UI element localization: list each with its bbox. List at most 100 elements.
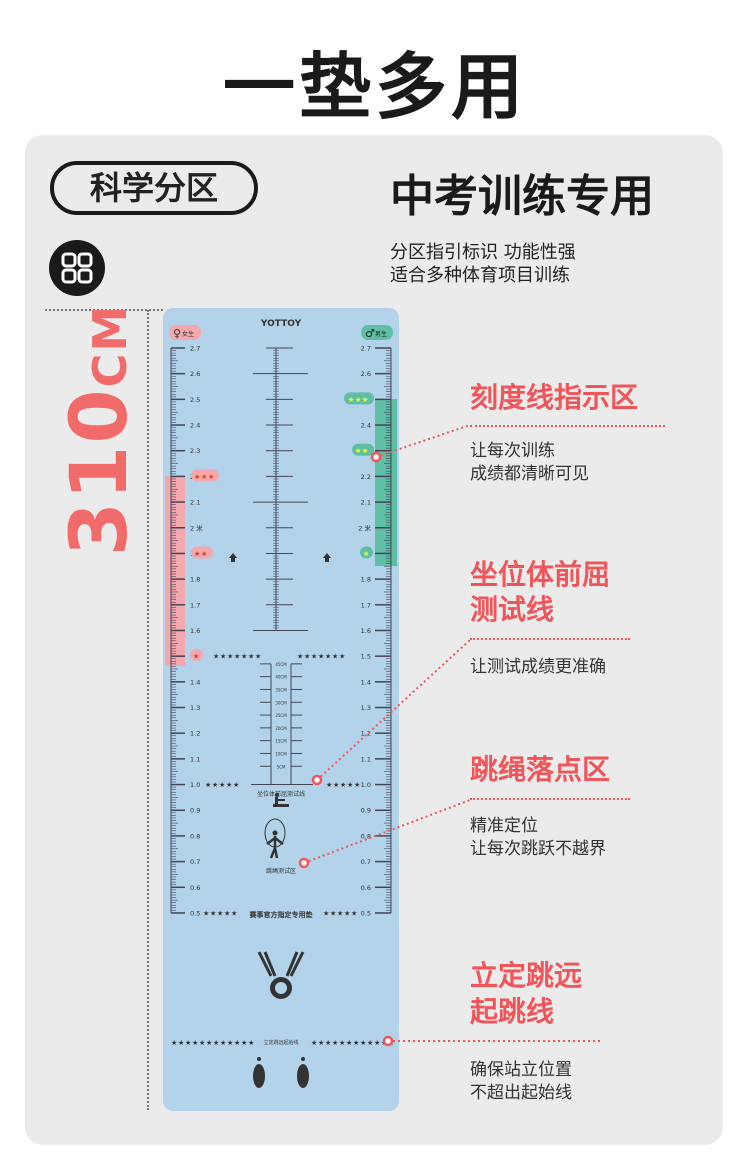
footprints-icon — [253, 1057, 309, 1088]
annotation-sitreach-title-1: 坐位体前屈 — [470, 558, 611, 591]
star-icon: ★ — [360, 1039, 366, 1047]
annotation-sitreach-desc: 让测试成绩更准确 — [470, 657, 606, 677]
star-icon: ★ — [248, 653, 254, 661]
star-icon: ★ — [234, 1039, 240, 1047]
fitness-mat: 2.72.72.62.62.52.52.42.42.32.32.22.22.12… — [163, 308, 399, 1111]
star-icon: ★ — [212, 781, 218, 789]
star-icon: ★ — [340, 781, 346, 789]
star-icon: ★ — [344, 909, 350, 917]
scale-label-right: 0.7 — [361, 858, 371, 866]
scale-label-right: 2.6 — [361, 370, 371, 378]
star-icon: ★ — [213, 1039, 219, 1047]
star-icon: ★ — [325, 653, 331, 661]
brand-logo: YOTTOY — [260, 319, 302, 329]
star-icon: ★ — [206, 1039, 212, 1047]
marker-dot — [370, 451, 382, 463]
scale-label-right: 0.5 — [361, 909, 371, 917]
scale-label-left: 0.6 — [190, 884, 200, 892]
star-icon: ★ — [367, 1039, 373, 1047]
star-icon: ★ — [217, 909, 223, 917]
sit-reach-label: 25CM — [275, 713, 287, 718]
arrow-up-icon — [229, 553, 237, 562]
female-symbol-icon: ♀ — [173, 327, 181, 340]
star-icon: ★ — [185, 1039, 191, 1047]
mat-graphic: 2.72.72.62.62.52.52.42.42.32.32.22.22.12… — [165, 319, 397, 1088]
star-icon: ★ — [201, 473, 207, 481]
star-icon: ★ — [353, 1039, 359, 1047]
arrow-up-icon — [323, 553, 331, 562]
scale-label-left: 0.7 — [190, 858, 200, 866]
female-tag: 女生 — [182, 330, 194, 338]
star-icon: ★ — [346, 1039, 352, 1047]
annotation-jump-desc-1: 确保站立位置 — [470, 1060, 572, 1080]
star-icon: ★ — [325, 1039, 331, 1047]
annotation-scale-title: 刻度线指示区 — [470, 381, 639, 414]
female-1star-badge — [190, 649, 203, 662]
annotation-rope-desc-1: 精准定位 — [470, 816, 538, 836]
scale-label-left: 1.1 — [190, 755, 200, 763]
star-icon: ★ — [178, 1039, 184, 1047]
star-icon: ★ — [362, 396, 368, 404]
scale-label-right: 1.5 — [361, 653, 371, 661]
scale-label-right: 1.8 — [361, 576, 371, 584]
scale-label-right: 1.6 — [361, 627, 371, 635]
sit-reach-label: 40CM — [275, 675, 287, 680]
scale-label-right: 1.1 — [361, 755, 371, 763]
scale-label-left: 2.6 — [190, 370, 200, 378]
star-icon: ★ — [362, 447, 368, 455]
divider — [470, 425, 665, 427]
female-3star-badge — [191, 469, 219, 482]
sit-reach-label: 5CM — [277, 764, 286, 769]
scale-label-left: 2.7 — [190, 345, 200, 353]
sit-reach-label: 20CM — [275, 726, 287, 731]
scale-label-right: 0.8 — [361, 832, 371, 840]
scale-label-left: 2.4 — [190, 422, 200, 430]
scale-label-right: 2 米 — [358, 523, 371, 532]
star-icon: ★ — [234, 653, 240, 661]
sit-reach-person-icon — [273, 793, 289, 807]
divider — [470, 798, 630, 800]
scale-label-right: 1.4 — [361, 678, 371, 686]
annotation-scale-desc-2: 成绩都清晰可见 — [470, 464, 589, 484]
subtitle-2: 适合多种体育项目训练 — [390, 265, 570, 286]
star-icon: ★ — [255, 653, 261, 661]
male-1star-badge — [360, 546, 373, 559]
star-icon: ★ — [332, 653, 338, 661]
star-icon: ★ — [297, 653, 303, 661]
star-icon: ★ — [203, 909, 209, 917]
scale-label-right: 1.0 — [361, 781, 371, 789]
star-icon: ★ — [318, 1039, 324, 1047]
scale-label-left: 2.3 — [190, 447, 200, 455]
scale-label-left: 1.8 — [190, 576, 200, 584]
star-icon: ★ — [213, 653, 219, 661]
scale-label-left: 1.0 — [190, 781, 200, 789]
star-icon: ★ — [226, 781, 232, 789]
long-jump-line-label: 立定跳远起始线 — [263, 1039, 298, 1046]
star-icon: ★ — [171, 1039, 177, 1047]
subtitle-1: 分区指引标识 功能性强 — [390, 242, 576, 263]
section-heading: 中考训练专用 — [390, 171, 654, 222]
star-icon: ★ — [248, 1039, 254, 1047]
scale-label-right: 2.2 — [361, 473, 371, 481]
scale-label-left: 0.5 — [190, 909, 200, 917]
scale-label-left: 1.7 — [190, 601, 200, 609]
scale-label-left: 1.4 — [190, 678, 200, 686]
star-icon: ★ — [201, 550, 207, 558]
scale-label-left: 2.5 — [190, 396, 200, 404]
female-zone-band — [165, 476, 185, 666]
sit-reach-label: 15CM — [275, 739, 287, 744]
rope-zone-label: 跳绳测试区 — [266, 867, 296, 875]
sit-reach-label: 30CM — [275, 700, 287, 705]
marker-dot — [382, 1035, 394, 1047]
scale-label-left: 1.6 — [190, 627, 200, 635]
star-icon: ★ — [224, 909, 230, 917]
star-icon: ★ — [304, 653, 310, 661]
scale-label-right: 2.4 — [361, 422, 371, 430]
star-icon: ★ — [330, 909, 336, 917]
annotation-scale-desc-1: 让每次训练 — [470, 441, 555, 461]
star-icon: ★ — [227, 653, 233, 661]
annotation-jump-desc-2: 不超出起始线 — [470, 1083, 572, 1103]
sit-reach-label: 35CM — [275, 687, 287, 692]
star-icon: ★ — [194, 550, 200, 558]
